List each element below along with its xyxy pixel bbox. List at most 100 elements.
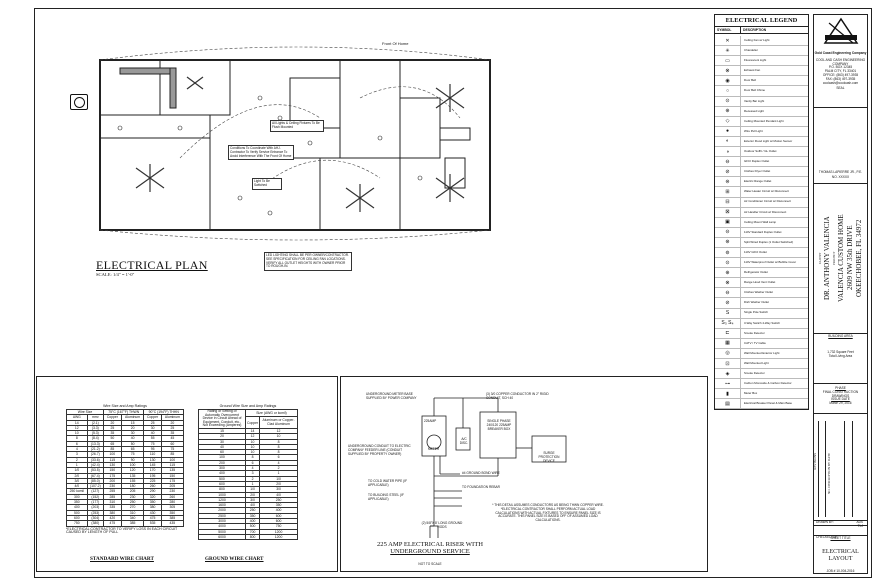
table-cell: (67.4)	[86, 472, 105, 479]
table-cell: 2	[259, 465, 298, 472]
riser-title: 225 AMP ELECTRICAL RISER WITH UNDERGROUN…	[370, 541, 490, 556]
company-logo-icon	[823, 17, 858, 44]
legend-item: ⊗Range Hood Vent Outlet	[715, 278, 808, 289]
legend-description: Wall Mounted Exterior Light	[744, 350, 780, 355]
table-cell: (53.5)	[86, 467, 105, 474]
ground-chart-header: Aluminum or Copper-Clad Aluminum	[259, 416, 298, 429]
legend-description: Exterior Flood Light w/ Motion Sensor	[744, 138, 793, 143]
table-cell: 250	[259, 496, 298, 504]
legend-symbol-icon: S	[715, 308, 741, 318]
legend-symbol-icon: ⊝	[715, 227, 741, 237]
legend-item: ✕Ceiling Fan w/ Light	[715, 36, 808, 47]
legend-item: ◎Wall Mounted Exterior Light	[715, 348, 808, 359]
table-cell: 110	[143, 451, 162, 458]
ground-chart-caption: Ground Wire Size and Amp Ratings	[219, 404, 277, 408]
table-cell: 30	[143, 424, 162, 432]
table-cell: (26.7)	[86, 451, 105, 458]
checked-by-value: TLJ	[857, 524, 863, 528]
table-cell: 8	[259, 449, 298, 456]
riser-breaker-box: SINGLE PHASE 240/120 225AMP BREAKER BOX	[486, 419, 512, 431]
legend-symbol-icon: ▮	[715, 389, 741, 399]
riser-meter-amp: 225AMP	[424, 419, 437, 423]
table-cell: 195	[143, 472, 162, 479]
table-cell: 6	[259, 454, 298, 461]
building-area-value: 1,732 Square Feet	[827, 349, 854, 354]
riser-surge-device: SURGE PROTECTION DEVICE	[538, 451, 560, 463]
sheet-title: ELECTRICAL LAYOUT	[822, 548, 859, 562]
riser-meter: METER	[428, 447, 440, 451]
table-cell: 320	[143, 493, 162, 501]
title-block: Gold Coast Engineering Company COOL AND …	[813, 14, 868, 574]
table-cell: 60	[160, 440, 185, 448]
sheet-title-label: SHEET TITLE	[830, 536, 851, 540]
table-cell: 400	[244, 517, 261, 525]
table-cell: 4/0	[259, 491, 298, 498]
table-cell: 350	[143, 499, 162, 506]
table-cell: 750	[259, 523, 298, 530]
legend-symbol-icon: ✳	[715, 46, 741, 56]
ground-wire-chart: Ground Wire Size and Amp Ratings Rating …	[198, 404, 298, 541]
riser-ground-wire: #4 GROUND BOND WIRE	[462, 471, 500, 475]
company-section: Gold Coast Engineering Company COOL AND …	[814, 15, 867, 108]
table-cell: 10	[259, 433, 298, 440]
legend-symbol-icon: ⊚	[715, 247, 741, 258]
standard-wire-chart-label: STANDARD WIRE CHART	[90, 556, 154, 562]
legend-item: ◇Ceiling Mounted Pendant Light	[715, 116, 808, 127]
ground-chart-header: Size (AWG or kcmil)	[245, 408, 298, 418]
legend-item: ⊞Water Heater Circuit w/ Disconnect	[715, 187, 808, 198]
legend-symbol-icon: ◑	[715, 147, 741, 157]
building-area-section: BUILDING AREA 1,732 Square Feet Total Li…	[814, 333, 867, 384]
riser-title-line-2: UNDERGROUND SERVICE	[390, 548, 470, 556]
riser-title-line-1: 225 AMP ELECTRICAL RISER WITH	[377, 541, 483, 548]
wire-charts-panel	[36, 376, 338, 572]
legend-item: ⊘Clothes Dryer Outlet	[715, 167, 808, 178]
legend-symbol-icon: ⊟	[715, 197, 741, 207]
table-cell: 85	[160, 451, 185, 458]
engineer-license: NO. XXXXX	[831, 175, 850, 180]
legend-symbol-icon: ⊗	[715, 66, 741, 76]
legend-description: Split Wired Duplex (1 Outlet Switched)	[744, 239, 794, 244]
table-cell: 95	[143, 446, 162, 453]
table-cell: 8	[259, 438, 298, 445]
legend-description: Ceiling Mount Wall Lamp	[744, 219, 777, 224]
standard-wire-chart: Wire Size and Amp Ratings Wire Size 75°C…	[65, 404, 185, 535]
legend-symbol-icon: ⊜	[715, 177, 741, 187]
legend-item: ⊘Dish Washer Outlet	[715, 298, 808, 309]
riser-meter-label: UNDERGROUND METER BASE SUPPLIED BY POWER…	[366, 392, 417, 400]
legend-item: ⊗Exhaust Fan	[715, 66, 808, 77]
table-cell: (85.0)	[86, 477, 105, 485]
table-cell: 3/0	[259, 486, 298, 493]
legend-item: ⊖GFCI Duplex Outlet	[715, 157, 808, 168]
plan-note-box-2: Conditions To Coordinate With AHJ. Contr…	[228, 145, 294, 161]
legend-description: Wire Pull Light	[744, 128, 763, 133]
wire-chart-header: 75°C (167°F) THWN	[103, 408, 145, 416]
riser-notes: * THIS DETAIL ASSUMES CONDUCTORS AS BEIN…	[492, 503, 604, 523]
legend-item: ▮Meter Box	[715, 389, 808, 400]
issue-date-label: ISSUE DATE	[831, 397, 850, 402]
table-cell: 3	[244, 470, 261, 477]
riser-conductor-label: (3) 3/0 COPPER CONDUCTOR IN 2" RIGID CON…	[486, 392, 549, 400]
legend-item: ⊛Split Wired Duplex (1 Outlet Switched)	[715, 237, 808, 248]
legend-description: Electric Range Outlet	[744, 179, 772, 184]
table-cell: 385	[160, 514, 185, 522]
riser-water-pipe: TO COLD WATER PIPE (IF APPLICABLE)	[368, 479, 408, 487]
legend-item: ⊝110V Standard Duplex Outlet	[715, 227, 808, 238]
table-cell: 260	[143, 483, 162, 490]
building-area-desc: Total Living Area	[828, 353, 853, 358]
table-cell: (380)	[86, 520, 105, 527]
